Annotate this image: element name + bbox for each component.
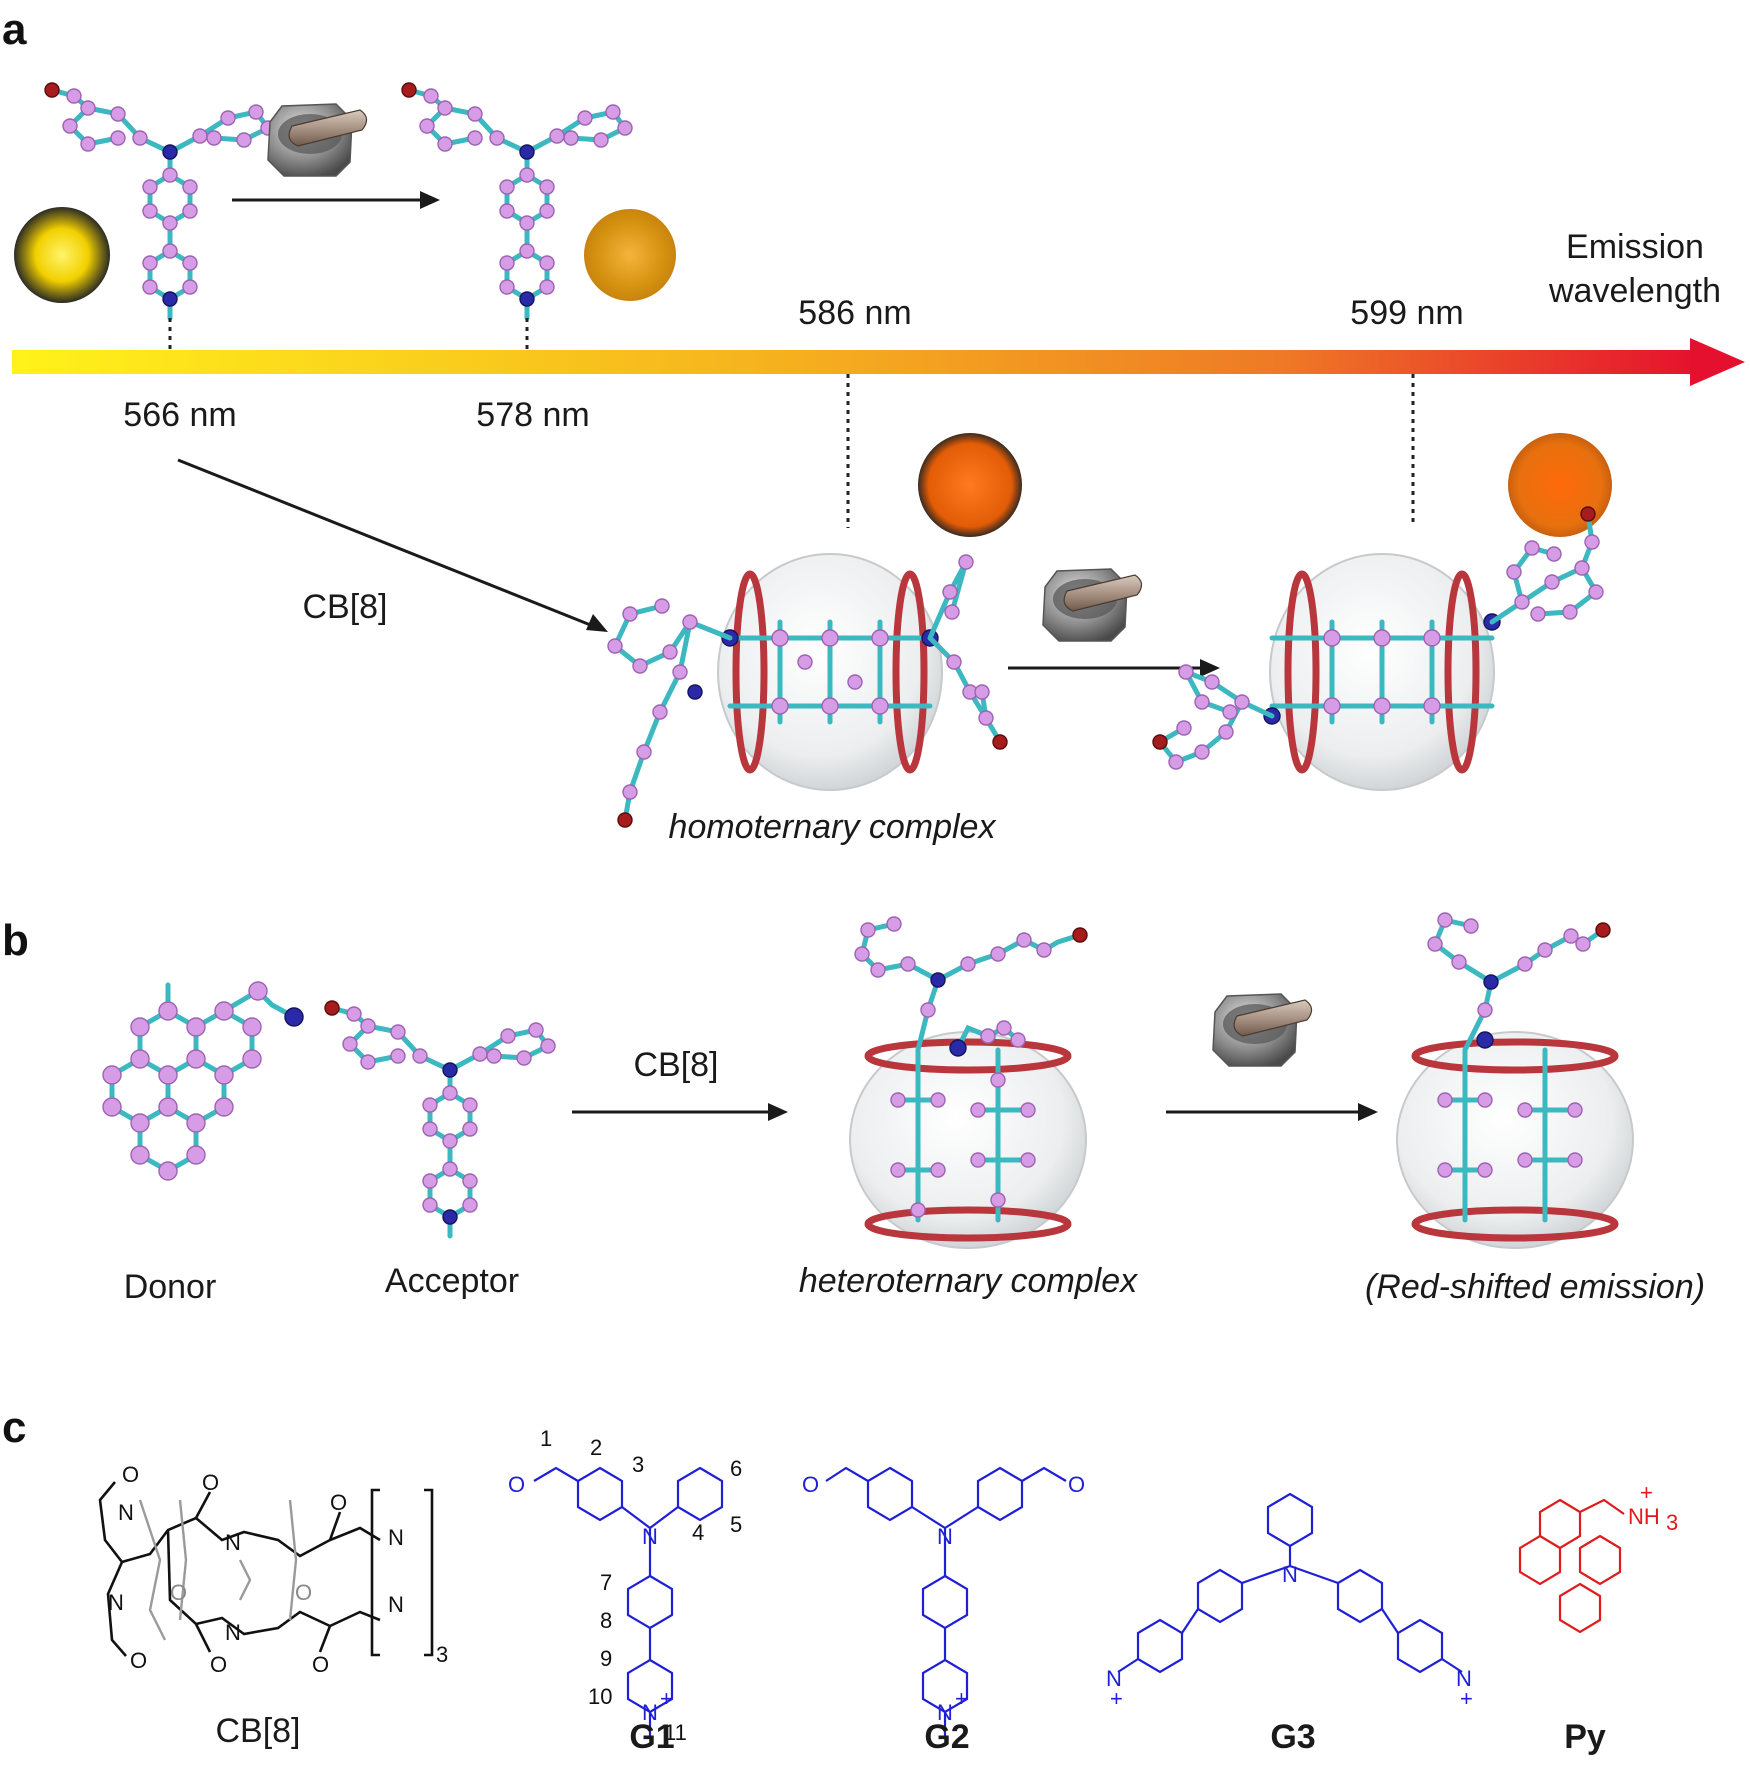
svg-text:N: N [388, 1592, 404, 1617]
cb8-label: CB[8] [633, 1046, 718, 1084]
red-powder-photo [1508, 433, 1612, 537]
svg-text:+: + [955, 1686, 968, 1711]
svg-text:O: O [1068, 1472, 1085, 1497]
wavelength-578: 578 nm [476, 396, 589, 434]
svg-text:N: N [1282, 1562, 1298, 1587]
svg-text:+: + [660, 1686, 673, 1711]
red-shifted-emission-label: (Red-shifted emission) [1365, 1268, 1705, 1306]
orange-powder-photo [584, 209, 676, 301]
acceptor-label: Acceptor [385, 1262, 519, 1300]
svg-text:5: 5 [730, 1512, 742, 1537]
svg-text:O: O [202, 1470, 219, 1495]
donor-molecule [102, 981, 304, 1181]
py-structure: NH 3 + [1518, 1480, 1678, 1634]
g1-name: G1 [629, 1718, 674, 1756]
panel-b-label: b [2, 916, 29, 965]
axis-arrowhead [1690, 338, 1745, 386]
homoternary-complex [607, 554, 1008, 828]
g3-structure: N N N + + [1106, 1492, 1473, 1711]
svg-text:3: 3 [1666, 1510, 1678, 1535]
svg-text:9: 9 [600, 1646, 612, 1671]
cb8-addition-arrow [177, 458, 599, 630]
svg-text:N: N [225, 1620, 241, 1645]
donor-label: Donor [124, 1268, 217, 1306]
svg-text:N: N [642, 1700, 658, 1725]
wavelength-599: 599 nm [1350, 294, 1463, 332]
homoternary-complex-label: homoternary complex [669, 808, 997, 846]
heteroternary-complex [850, 916, 1087, 1248]
svg-text:10: 10 [588, 1684, 612, 1709]
svg-text:O: O [170, 1580, 187, 1605]
svg-text:O: O [508, 1472, 525, 1497]
svg-text:N: N [937, 1524, 953, 1549]
yellow-powder-photo [14, 207, 110, 303]
heteroternary-complex-label: heteroternary complex [799, 1262, 1138, 1300]
svg-text:N: N [1106, 1666, 1122, 1691]
g2-name: G2 [924, 1718, 969, 1756]
g1-structure: O N N + 1 2 3 4 5 6 7 8 9 10 11 [508, 1426, 742, 1745]
svg-text:3: 3 [632, 1452, 644, 1477]
svg-text:3: 3 [436, 1642, 448, 1667]
axis-label: Emission [1566, 228, 1704, 266]
ground-homoternary-complex [1152, 506, 1604, 790]
svg-text:O: O [130, 1648, 147, 1673]
svg-text:O: O [802, 1472, 819, 1497]
svg-text:6: 6 [730, 1456, 742, 1481]
svg-text:4: 4 [692, 1520, 704, 1545]
axis-label: wavelength [1548, 272, 1721, 310]
svg-text:+: + [1640, 1480, 1653, 1505]
svg-text:N: N [118, 1500, 134, 1525]
panel-a-label: a [2, 5, 27, 54]
panel-c-label: c [2, 1403, 26, 1452]
g3-name: G3 [1270, 1718, 1315, 1756]
g2-structure: O O N N + [802, 1466, 1085, 1738]
svg-text:NH: NH [1628, 1504, 1660, 1529]
svg-text:8: 8 [600, 1608, 612, 1633]
py-name: Py [1564, 1718, 1606, 1756]
svg-text:N: N [642, 1524, 658, 1549]
svg-text:N: N [108, 1590, 124, 1615]
svg-text:O: O [312, 1652, 329, 1677]
grinding-mortar-icon [1212, 993, 1313, 1067]
grinding-mortar-icon [1042, 568, 1143, 642]
cb8-structure: N N O O O O O O N N N N O O 3 [98, 1462, 448, 1677]
svg-text:O: O [210, 1652, 227, 1677]
grinding-mortar-icon [267, 103, 368, 177]
emission-wavelength-axis [12, 350, 1702, 374]
svg-text:7: 7 [600, 1570, 612, 1595]
svg-text:11: 11 [664, 1720, 687, 1745]
ground-heteroternary-complex [1397, 912, 1633, 1248]
svg-text:N: N [1456, 1666, 1472, 1691]
svg-text:O: O [122, 1462, 139, 1487]
wavelength-586: 586 nm [798, 294, 911, 332]
svg-text:2: 2 [590, 1435, 602, 1460]
svg-text:N: N [225, 1530, 241, 1555]
svg-text:N: N [388, 1525, 404, 1550]
red-orange-powder-photo [918, 433, 1022, 537]
svg-text:N: N [937, 1700, 953, 1725]
wavelength-566: 566 nm [123, 396, 236, 434]
svg-text:O: O [330, 1490, 347, 1515]
cb8-label: CB[8] [302, 588, 387, 626]
svg-text:O: O [295, 1580, 312, 1605]
svg-text:+: + [1460, 1686, 1473, 1711]
svg-text:+: + [1110, 1686, 1123, 1711]
acceptor-molecule [325, 1001, 555, 1236]
cb8-name: CB[8] [215, 1712, 300, 1750]
svg-text:1: 1 [540, 1426, 552, 1451]
